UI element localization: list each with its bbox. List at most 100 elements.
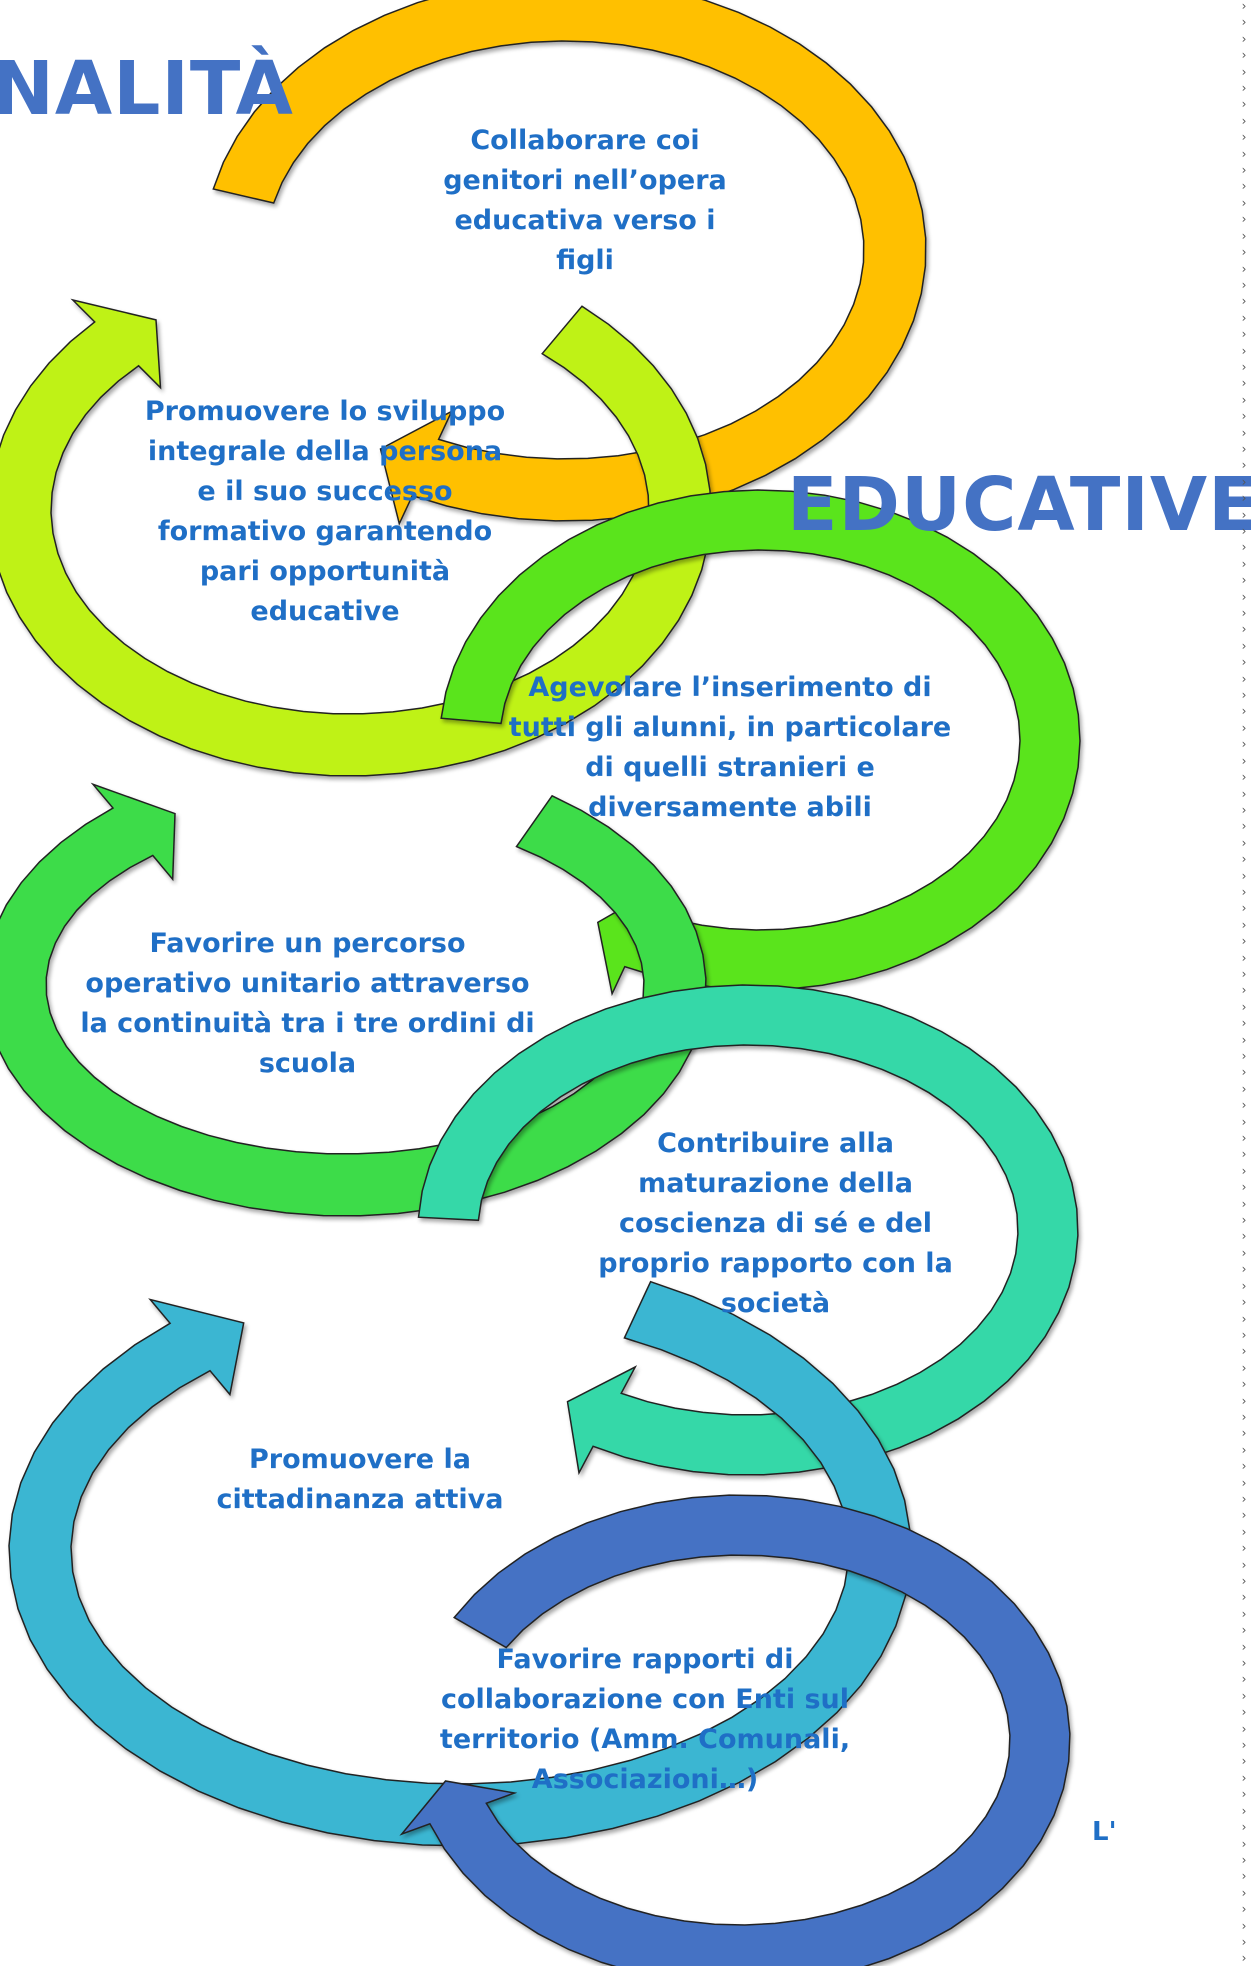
border-mark: › bbox=[1241, 31, 1247, 46]
border-mark: › bbox=[1241, 1934, 1247, 1949]
border-mark: › bbox=[1241, 688, 1247, 703]
border-mark: › bbox=[1241, 737, 1247, 752]
border-mark: › bbox=[1241, 999, 1247, 1014]
border-mark: › bbox=[1241, 573, 1247, 588]
border-mark: › bbox=[1241, 1574, 1247, 1588]
border-mark: › bbox=[1241, 802, 1247, 817]
border-mark: › bbox=[1241, 819, 1247, 834]
border-mark: › bbox=[1241, 1902, 1247, 1917]
border-mark: › bbox=[1241, 1360, 1247, 1375]
curved-arrow-6 bbox=[8, 1280, 912, 1847]
border-mark: › bbox=[1241, 901, 1247, 916]
border-mark: › bbox=[1241, 1409, 1247, 1424]
border-mark: › bbox=[1241, 934, 1247, 949]
border-mark: › bbox=[1241, 113, 1247, 128]
border-mark: › bbox=[1241, 1491, 1247, 1506]
border-mark: › bbox=[1241, 343, 1247, 358]
border-mark: › bbox=[1241, 1278, 1247, 1293]
border-mark: › bbox=[1241, 966, 1247, 981]
border-mark: › bbox=[1241, 1623, 1247, 1638]
border-mark: › bbox=[1241, 1918, 1247, 1933]
step-text-4: Favorire un percorso operativo unitario … bbox=[80, 928, 535, 1079]
border-mark: › bbox=[1241, 1475, 1247, 1490]
border-mark: › bbox=[1241, 1705, 1247, 1720]
step-text-1: Collaborare coi genitori nell’opera educ… bbox=[443, 125, 727, 276]
border-mark: › bbox=[1241, 228, 1247, 243]
border-mark: › bbox=[1241, 589, 1247, 604]
border-mark: › bbox=[1241, 441, 1247, 456]
border-mark: › bbox=[1241, 392, 1247, 407]
curved-arrow-2 bbox=[0, 298, 712, 777]
border-mark: › bbox=[1241, 327, 1247, 342]
border-mark: › bbox=[1241, 130, 1247, 145]
border-mark: › bbox=[1241, 1508, 1247, 1523]
border-mark: › bbox=[1241, 212, 1247, 227]
border-mark: › bbox=[1241, 359, 1247, 374]
border-mark: › bbox=[1241, 1820, 1247, 1835]
border-mark: › bbox=[1241, 950, 1247, 965]
border-mark: › bbox=[1241, 425, 1247, 440]
border-mark: › bbox=[1241, 474, 1247, 489]
border-mark: › bbox=[1241, 1393, 1247, 1408]
border-mark: › bbox=[1241, 245, 1247, 260]
border-mark: › bbox=[1241, 409, 1247, 424]
step-text-6: Promuovere la cittadinanza attiva bbox=[216, 1444, 504, 1515]
border-mark: › bbox=[1241, 294, 1247, 309]
step-text-3: Agevolare l’inserimento di tutti gli alu… bbox=[508, 672, 952, 823]
border-mark: › bbox=[1241, 1098, 1247, 1113]
border-mark: › bbox=[1241, 1131, 1247, 1146]
border-mark: › bbox=[1241, 1672, 1247, 1687]
border-mark: › bbox=[1241, 638, 1247, 653]
border-mark: › bbox=[1241, 310, 1247, 325]
border-mark: › bbox=[1241, 97, 1247, 112]
border-mark: › bbox=[1241, 720, 1247, 735]
border-mark: › bbox=[1241, 1311, 1247, 1326]
border-mark: › bbox=[1241, 376, 1247, 391]
border-mark: › bbox=[1241, 884, 1247, 899]
border-mark: › bbox=[1241, 1557, 1247, 1572]
border-mark: › bbox=[1241, 1229, 1247, 1244]
curved-arrow-4 bbox=[0, 782, 707, 1217]
border-mark: › bbox=[1241, 556, 1247, 571]
border-mark: › bbox=[1241, 1541, 1247, 1556]
border-mark: › bbox=[1241, 1754, 1247, 1769]
border-mark: › bbox=[1241, 1442, 1247, 1457]
heading-left: NALITÀ bbox=[0, 46, 294, 132]
border-mark: › bbox=[1241, 852, 1247, 867]
border-mark: › bbox=[1241, 1163, 1247, 1178]
curved-arrow-1 bbox=[212, 0, 927, 526]
step-text-5: Contribuire alla maturazione della cosci… bbox=[598, 1128, 953, 1319]
border-mark: › bbox=[1241, 1196, 1247, 1211]
border-mark: › bbox=[1241, 458, 1247, 473]
border-mark: › bbox=[1241, 64, 1247, 79]
curved-arrow-7 bbox=[399, 1494, 1071, 1966]
border-mark: › bbox=[1241, 261, 1247, 276]
border-mark: › bbox=[1241, 1721, 1247, 1736]
border-mark: › bbox=[1241, 835, 1247, 850]
border-mark: › bbox=[1241, 1180, 1247, 1195]
border-mark: › bbox=[1241, 1065, 1247, 1080]
border-mark: › bbox=[1241, 15, 1247, 30]
border-mark: › bbox=[1241, 606, 1247, 621]
border-mark: › bbox=[1241, 622, 1247, 637]
border-mark: › bbox=[1241, 704, 1247, 719]
border-mark: › bbox=[1241, 163, 1247, 178]
border-mark: › bbox=[1241, 179, 1247, 194]
border-mark: › bbox=[1241, 81, 1247, 96]
step-text-7: Favorire rapporti di collaborazione con … bbox=[439, 1644, 851, 1795]
border-mark: › bbox=[1241, 1885, 1247, 1900]
border-mark: › bbox=[1241, 868, 1247, 883]
border-mark: › bbox=[1241, 1770, 1247, 1785]
border-mark: › bbox=[1241, 1327, 1247, 1342]
border-mark: › bbox=[1241, 1032, 1247, 1047]
border-mark: › bbox=[1241, 1245, 1247, 1260]
border-mark: › bbox=[1241, 1213, 1247, 1228]
border-mark: › bbox=[1241, 540, 1247, 555]
page-border-marks: › › › › › › › › › › › › › › › › › › › › › › › › › › › › › › › › › › › › › › › ›… bbox=[1237, 0, 1251, 1966]
border-mark: › bbox=[1241, 983, 1247, 998]
step-text-2: Promuovere lo sviluppo integrale della p… bbox=[144, 396, 506, 627]
border-mark: › bbox=[1241, 770, 1247, 785]
border-mark: › bbox=[1241, 1590, 1247, 1605]
border-mark: › bbox=[1241, 1738, 1247, 1753]
